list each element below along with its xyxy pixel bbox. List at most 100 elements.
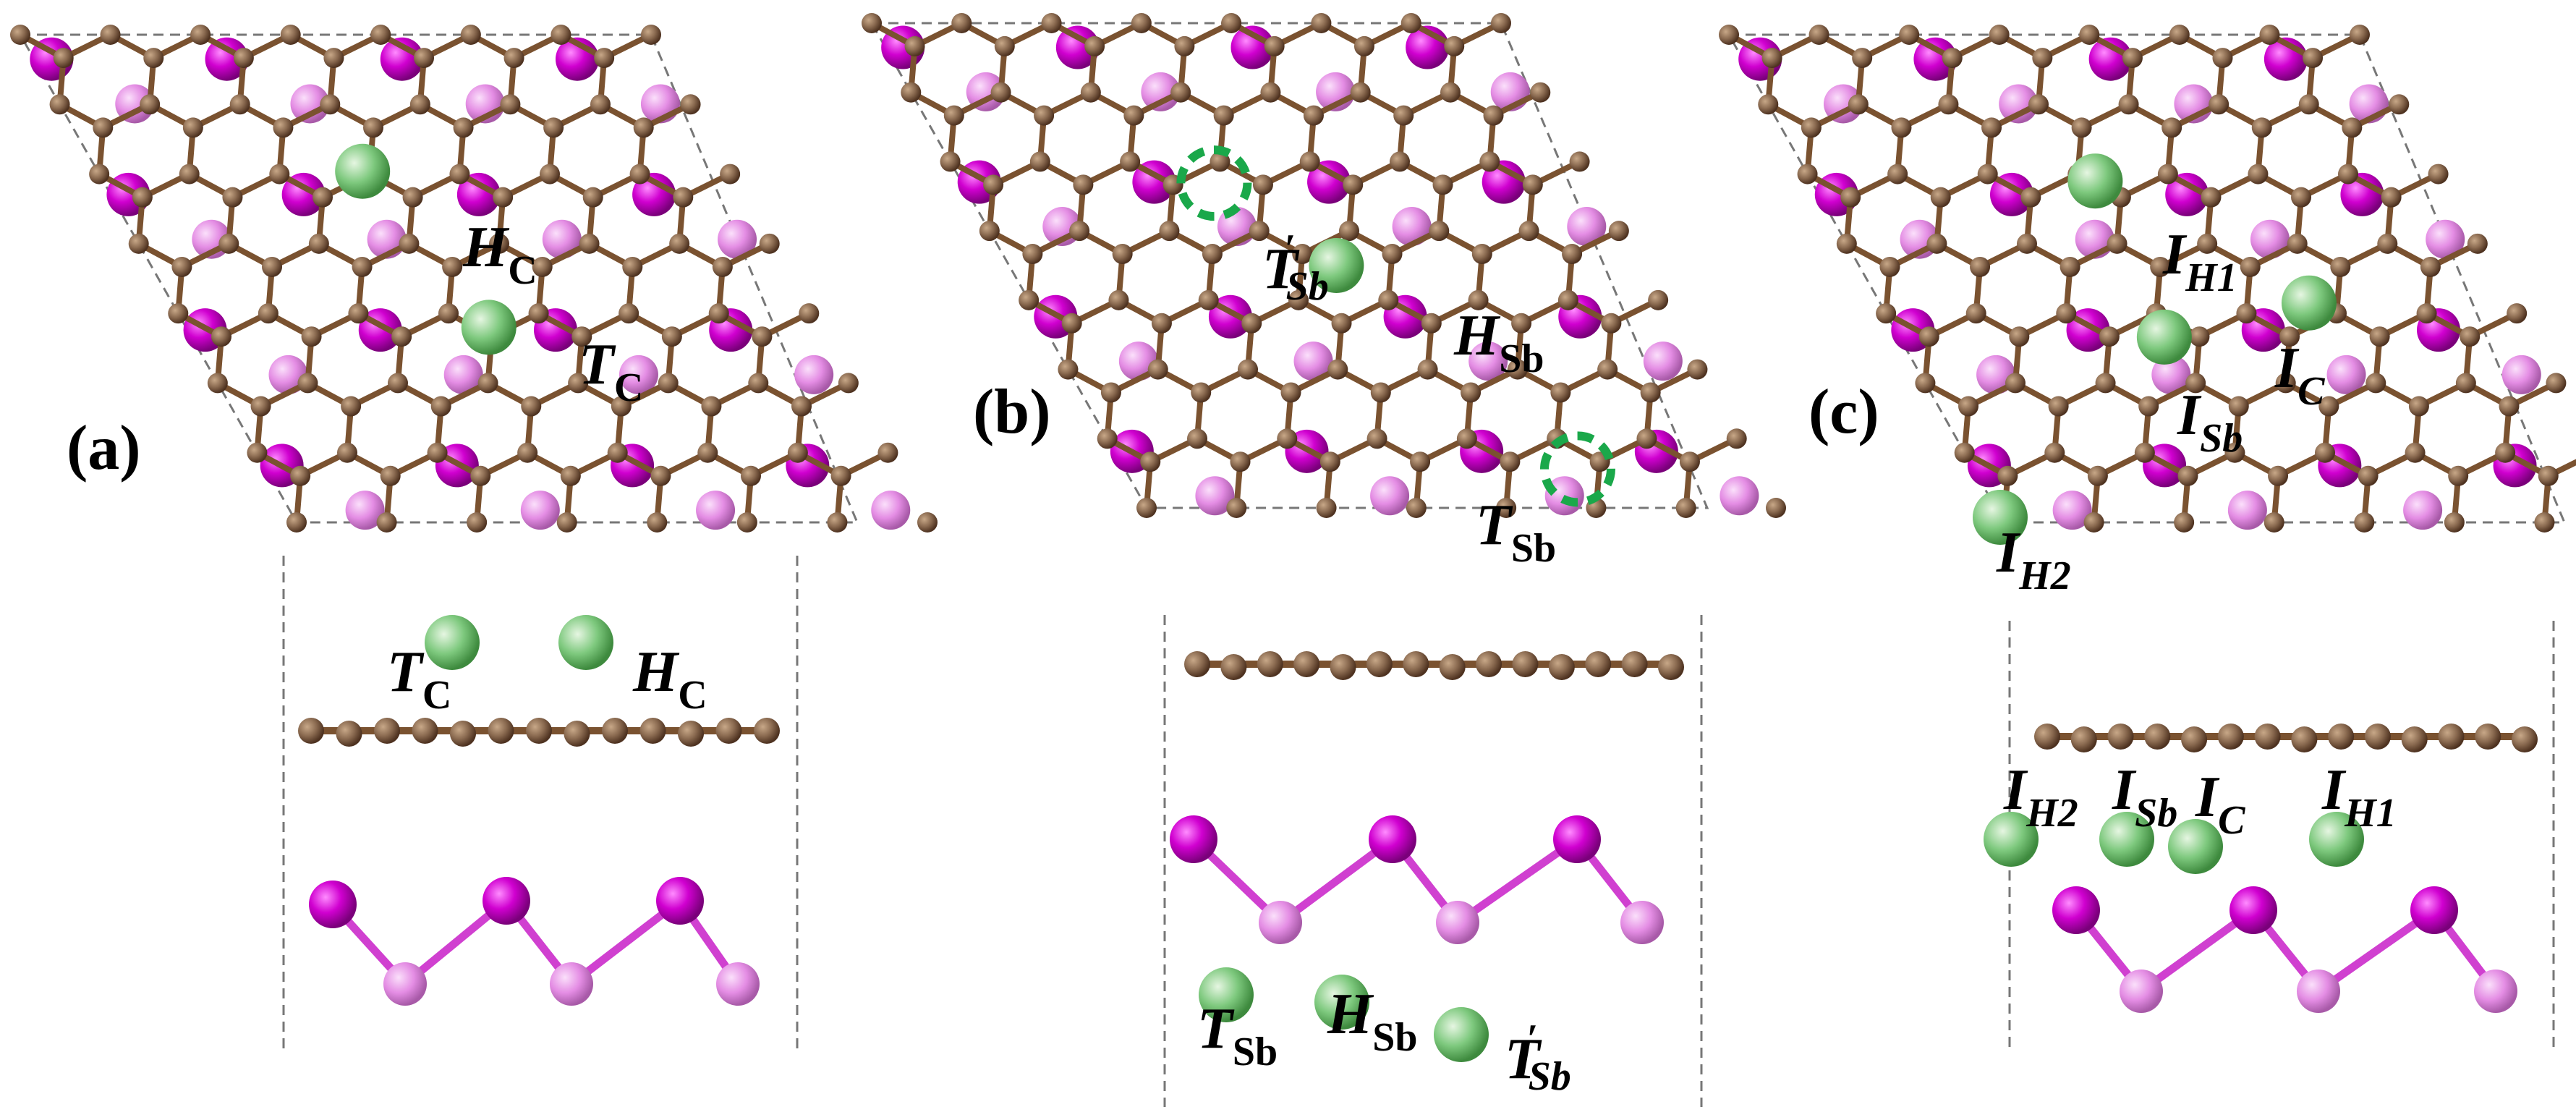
carbon-atom — [532, 256, 553, 277]
carbon-atom — [1370, 382, 1391, 403]
carbon-atom — [10, 25, 30, 45]
carbon-atom — [2315, 442, 2335, 463]
sb-atom-lower — [1436, 901, 1479, 944]
sb-atom-lower — [794, 355, 834, 394]
sb-atom-lower — [1392, 207, 1432, 247]
carbon-atom — [341, 396, 362, 417]
carbon-atom — [1382, 244, 1403, 265]
carbon-atom — [1879, 256, 1900, 277]
carbon-atom — [791, 396, 812, 417]
carbon-atom — [2181, 726, 2208, 752]
sb-atom-lower — [696, 491, 736, 530]
carbon-atom — [2342, 117, 2363, 138]
carbon-atom — [2546, 373, 2567, 394]
carbon-atom — [701, 396, 722, 417]
carbon-atom — [736, 512, 757, 533]
carbon-atom — [2248, 164, 2269, 184]
carbon-atom — [489, 233, 509, 254]
sb-atom-lower — [345, 491, 385, 530]
carbon-atom — [2401, 726, 2428, 752]
carbon-atom — [1019, 289, 1040, 310]
carbon-atom — [1970, 256, 1991, 277]
carbon-atom — [1585, 651, 1612, 677]
carbon-atom — [715, 718, 742, 744]
adsorbate-atom — [425, 615, 480, 670]
carbon-atom — [374, 718, 400, 744]
carbon-atom — [594, 48, 615, 69]
carbon-atom — [1636, 428, 1657, 449]
site-label-b-top-tsb: TSb — [1476, 493, 1556, 571]
carbon-atom — [1989, 25, 2010, 45]
carbon-atom — [286, 512, 307, 533]
carbon-atom — [748, 373, 769, 394]
carbon-atom — [427, 442, 448, 463]
carbon-atom — [1675, 498, 1696, 518]
carbon-atom — [442, 256, 463, 277]
carbon-atom — [1758, 94, 1779, 115]
carbon-atom — [376, 512, 397, 533]
carbon-atom — [602, 718, 628, 744]
carbon-atom — [1260, 82, 1281, 103]
site-label-b-top-tsb-prime: T′Sb — [1262, 226, 1329, 309]
carbon-atom — [647, 512, 668, 533]
carbon-atom — [1942, 48, 1963, 69]
carbon-atom — [2209, 94, 2229, 115]
panel-a-side-view — [282, 556, 799, 1055]
carbon-atom — [1766, 498, 1786, 518]
adsorbate-atom — [335, 143, 391, 199]
carbon-atom — [1608, 221, 1629, 242]
carbon-atom — [1930, 187, 1951, 208]
carbon-atom — [1421, 313, 1442, 334]
carbon-atom — [2144, 724, 2171, 750]
carbon-atom — [2161, 117, 2182, 138]
carbon-atom — [629, 164, 650, 184]
carbon-atom — [1257, 651, 1283, 677]
sb-atom-upper — [1230, 25, 1275, 69]
carbon-atom — [2328, 724, 2355, 750]
carbon-atom — [1353, 35, 1374, 56]
carbon-atom — [1061, 313, 1082, 334]
carbon-atom — [1522, 174, 1543, 195]
site-label-c-side-isb: ISb — [2112, 758, 2177, 836]
carbon-atom — [1311, 13, 1332, 33]
carbon-atom — [2495, 442, 2516, 463]
carbon-atom — [1507, 359, 1528, 380]
carbon-atom — [571, 326, 592, 347]
carbon-atom — [467, 512, 488, 533]
carbon-atom — [1899, 25, 1920, 45]
carbon-atom — [994, 35, 1015, 56]
carbon-atom — [1550, 382, 1571, 403]
carbon-atom — [1170, 82, 1191, 103]
site-label-b-side-tsb: TSb — [1197, 997, 1278, 1074]
carbon-atom — [1687, 359, 1708, 380]
carbon-atom — [449, 164, 470, 184]
carbon-atom — [1915, 373, 1936, 394]
carbon-atom — [2291, 726, 2318, 752]
carbon-atom — [2189, 326, 2210, 347]
carbon-atom — [799, 303, 820, 324]
sb-atom-lower — [2227, 491, 2267, 530]
carbon-atom — [1852, 48, 1873, 69]
carbon-atom — [1238, 359, 1258, 380]
panel-label-a: (a) — [67, 413, 141, 483]
sb-atom-lower — [542, 219, 582, 259]
sb-atom-lower — [2403, 491, 2443, 530]
sb-atom-lower — [619, 355, 658, 394]
carbon-atom — [1187, 428, 1207, 449]
carbon-atom — [1034, 105, 1055, 126]
carbon-atom — [1483, 105, 1504, 126]
carbon-atom — [1640, 382, 1661, 403]
carbon-atom — [320, 94, 341, 115]
carbon-atom — [168, 303, 189, 324]
sb-atom-lower — [443, 355, 483, 394]
carbon-atom — [132, 187, 153, 208]
carbon-atom — [1241, 313, 1262, 334]
carbon-atom — [951, 13, 972, 33]
carbon-atom — [2369, 326, 2390, 347]
adsorbate-atom — [1199, 967, 1254, 1022]
carbon-atom — [1977, 164, 1998, 184]
carbon-atom — [2059, 256, 2080, 277]
carbon-atom — [1965, 303, 1986, 324]
carbon-atom — [1184, 651, 1210, 677]
panel-c-side-view — [1984, 621, 2555, 1048]
